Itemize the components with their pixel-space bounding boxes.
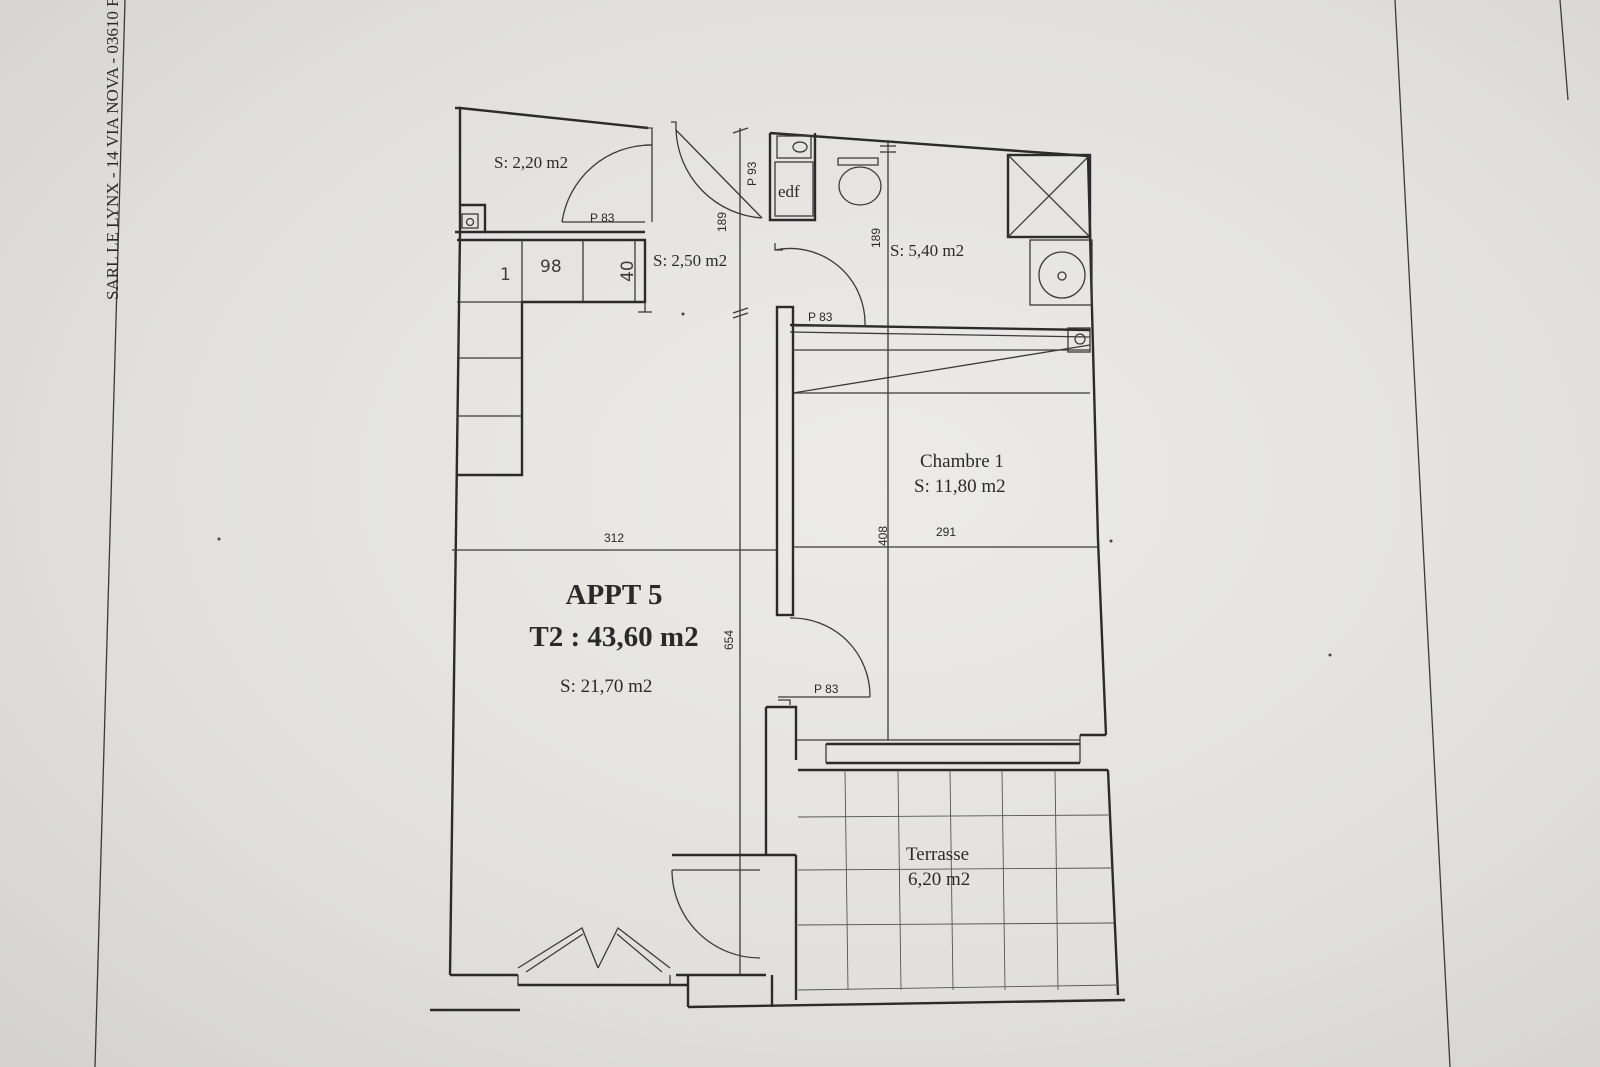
bathroom: edf 189 S: 5,40 m2 bbox=[768, 133, 1093, 740]
edf-label: edf bbox=[778, 182, 800, 201]
edge-line bbox=[1559, 0, 1569, 101]
bathroom-area: S: 5,40 m2 bbox=[890, 241, 964, 260]
terrace-area: 6,20 m2 bbox=[908, 869, 970, 890]
stray-mark bbox=[1328, 653, 1332, 657]
company-address: SARL LE LYNX - 14 VIA NOVA - 03610 FRÉ bbox=[103, 0, 122, 300]
kitchen-counter: 1 98 40 bbox=[457, 238, 652, 477]
stray-mark bbox=[217, 537, 221, 541]
bedroom: Chambre 1 S: 11,80 m2 291 408 bbox=[793, 451, 1098, 765]
dim-living-depth: 654 bbox=[722, 630, 736, 650]
bedroom-door-label: P 83 bbox=[814, 682, 839, 696]
dim-bath-height: 189 bbox=[869, 228, 883, 248]
dim-hall-height: 189 bbox=[715, 212, 729, 232]
hall-door-label: P 83 bbox=[808, 310, 833, 324]
stray-mark bbox=[1109, 539, 1113, 543]
terrace: Terrasse 6,20 m2 bbox=[797, 768, 1120, 996]
terrace-name: Terrasse bbox=[906, 844, 969, 865]
dim-bedroom-depth: 408 bbox=[876, 526, 890, 546]
dim-living-width: 312 bbox=[604, 531, 624, 545]
hall: P 83 S: 2,50 m2 bbox=[653, 243, 866, 327]
living-room: 312 APPT 5 T2 : 43,60 m2 654 S: 21,70 m2 bbox=[452, 320, 798, 1007]
wc-room: S: 2,20 m2 P 83 bbox=[460, 127, 653, 234]
apartment-subtitle: T2 : 43,60 m2 bbox=[529, 621, 698, 653]
stray-mark bbox=[681, 312, 685, 316]
handwritten-note-3: 40 bbox=[618, 260, 638, 282]
central-partition bbox=[775, 305, 1091, 617]
handwritten-note-1: 1 bbox=[500, 265, 511, 285]
wc-area: S: 2,20 m2 bbox=[494, 153, 568, 172]
entry-door: P 93 189 bbox=[671, 121, 763, 320]
bedroom-area: S: 11,80 m2 bbox=[914, 476, 1006, 497]
entry-door-label: P 93 bbox=[745, 161, 759, 186]
dim-bedroom-width: 291 bbox=[936, 525, 956, 539]
living-area: S: 21,70 m2 bbox=[560, 676, 652, 697]
bedroom-door: P 83 bbox=[778, 617, 871, 705]
bedroom-name: Chambre 1 bbox=[920, 451, 1004, 472]
hall-area: S: 2,50 m2 bbox=[653, 251, 727, 270]
wc-door-label: P 83 bbox=[590, 211, 615, 225]
apartment-title: APPT 5 bbox=[566, 579, 663, 611]
margin-line bbox=[94, 0, 126, 1067]
right-border-line bbox=[1394, 0, 1451, 1067]
handwritten-note-2: 98 bbox=[540, 257, 562, 277]
